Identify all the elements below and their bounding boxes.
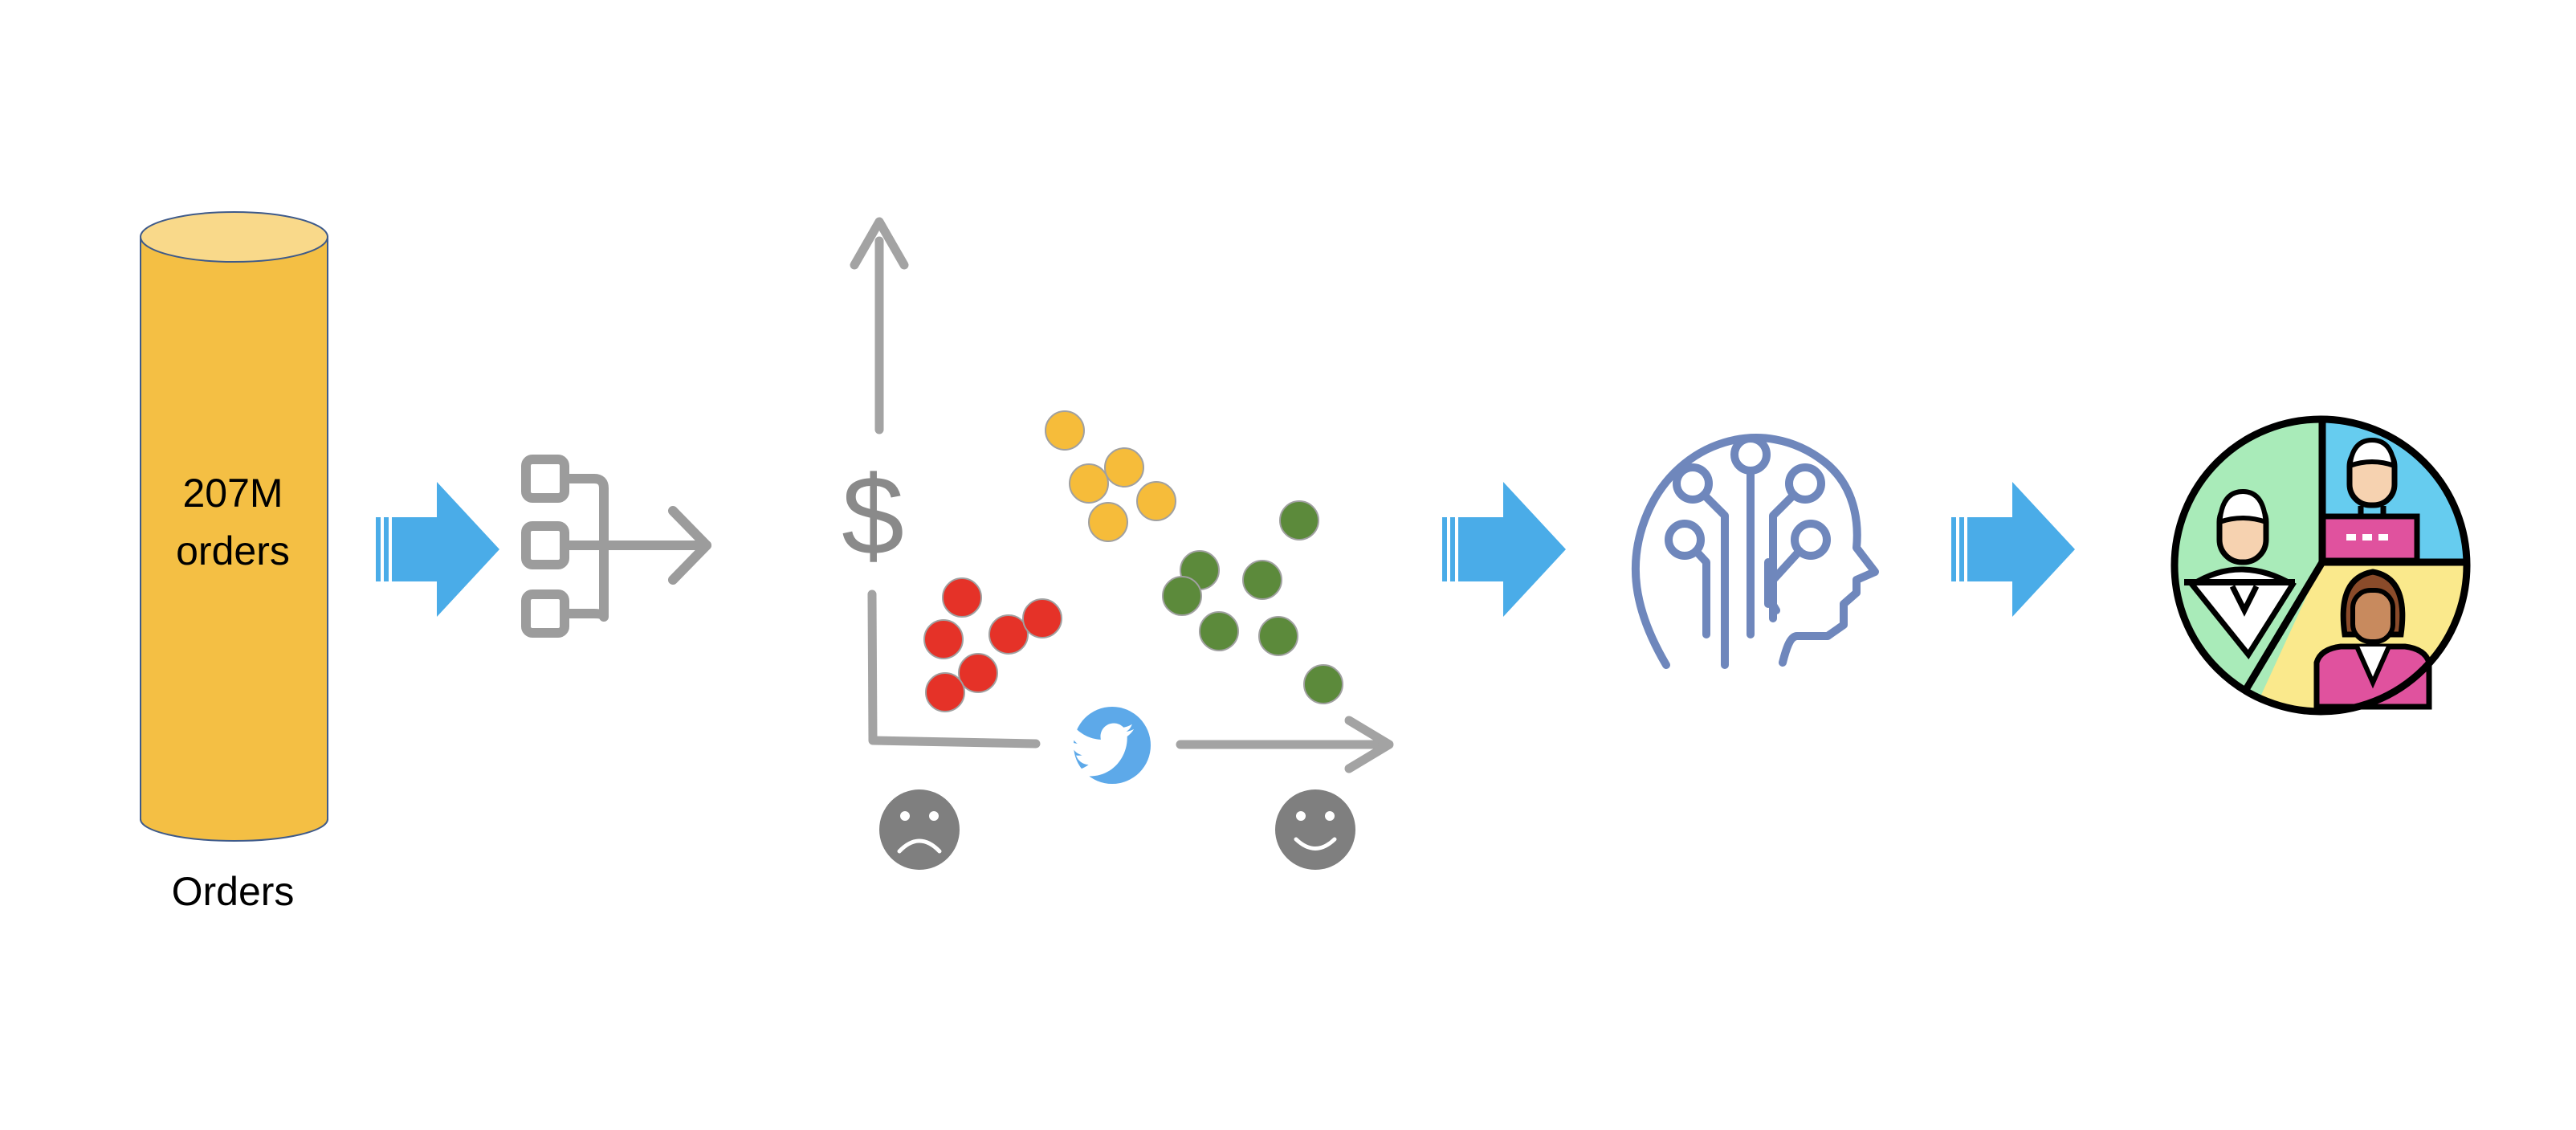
flow-arrow-1 — [376, 482, 499, 617]
green-cluster-point — [1279, 500, 1319, 541]
red-cluster-point — [988, 614, 1029, 655]
person-left — [2184, 488, 2297, 660]
x-axis — [1176, 716, 1394, 773]
database-label-line1: 207M — [182, 471, 283, 516]
red-cluster-point — [958, 653, 998, 693]
yellow-cluster-point — [1045, 410, 1085, 451]
customer-segments-icon — [2170, 415, 2471, 716]
red-cluster-point — [1022, 598, 1062, 638]
flow-arrow-3 — [1951, 482, 2075, 617]
green-cluster-point — [1199, 611, 1239, 651]
green-cluster-point — [1162, 576, 1202, 616]
y-axis-dollar-label: $ — [842, 452, 904, 578]
yellow-cluster-point — [1088, 502, 1128, 542]
yellow-cluster-point — [1104, 447, 1144, 487]
y-axis — [850, 217, 1041, 749]
scatter-points — [923, 410, 1343, 712]
process-flow-icon — [521, 455, 711, 638]
red-cluster-point — [923, 619, 964, 659]
green-cluster-point — [1258, 616, 1298, 656]
yellow-cluster-point — [1136, 481, 1176, 521]
flow-arrow-2 — [1442, 482, 1566, 617]
red-cluster-point — [925, 672, 965, 712]
green-cluster-point — [1303, 664, 1343, 704]
yellow-cluster-point — [1069, 463, 1109, 504]
green-cluster-point — [1242, 560, 1282, 600]
orders-database-cylinder — [140, 211, 328, 842]
sad-face-icon — [879, 789, 960, 870]
database-caption: Orders — [171, 869, 295, 914]
database-label: 207M orders — [120, 464, 345, 580]
ai-head-icon — [1631, 434, 1879, 669]
twitter-icon — [1068, 707, 1151, 784]
scatter-plot: $ — [842, 217, 1394, 870]
red-cluster-point — [942, 577, 982, 618]
happy-face-icon — [1275, 789, 1355, 870]
database-label-line2: orders — [176, 528, 290, 573]
